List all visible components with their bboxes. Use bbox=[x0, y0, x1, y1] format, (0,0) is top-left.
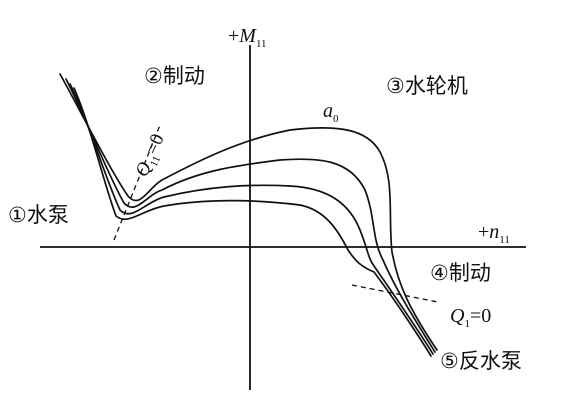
q1-zero-label: Q1=0 bbox=[450, 305, 491, 330]
zone-4-label: ④制动 bbox=[430, 261, 491, 285]
curve-3 bbox=[69, 83, 434, 355]
curve-a0 bbox=[59, 73, 438, 351]
zone-3-label: ③水轮机 bbox=[386, 74, 468, 98]
x-axis-label: +n11 bbox=[478, 221, 510, 246]
curve-4 bbox=[73, 87, 432, 357]
curve-2 bbox=[65, 78, 436, 353]
y-axis-label: +M11 bbox=[228, 25, 267, 50]
zone-5-label: ⑤反水泵 bbox=[440, 349, 522, 373]
characteristic-curves bbox=[59, 73, 438, 357]
q11-zero-boundary bbox=[113, 124, 161, 241]
zone-2-label: ②制动 bbox=[144, 64, 205, 88]
curve-a0-label: a0 bbox=[323, 100, 339, 125]
q1-zero-boundary bbox=[351, 284, 439, 303]
zone-1-label: ①水泵 bbox=[8, 203, 69, 227]
q11-zero-label: Q11=0 bbox=[131, 131, 171, 181]
